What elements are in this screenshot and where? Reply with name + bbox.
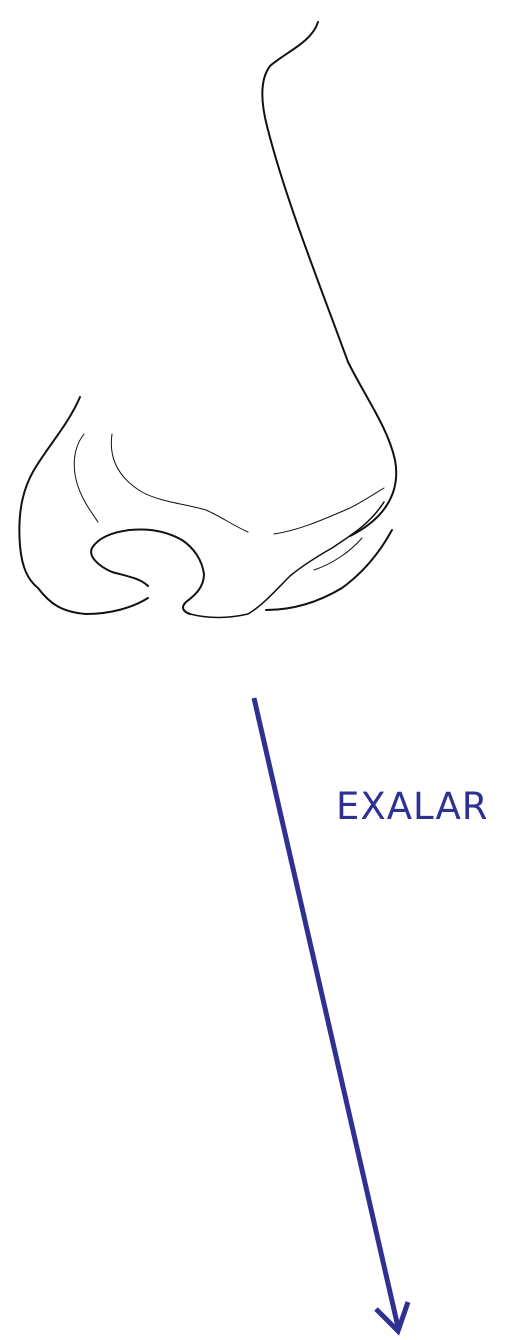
nose-side-profile-icon [18,21,398,619]
ala-crease-outer [73,433,99,523]
exhale-arrow-head [374,1301,411,1336]
nose-bridge-line [261,21,398,537]
exhale-label: EXALAR [336,785,489,828]
ala-crease-inner [110,433,249,533]
arrow-down-icon [251,697,411,1336]
columella-line [189,613,249,619]
nose-base-right [265,529,393,611]
nostril-base-line [247,501,385,615]
nostril-opening [90,528,205,615]
tip-crease [273,487,385,535]
nostril-wing-outer [18,396,149,615]
nostril-inner-curve [313,537,363,571]
exhale-arrow-shaft [251,697,401,1328]
